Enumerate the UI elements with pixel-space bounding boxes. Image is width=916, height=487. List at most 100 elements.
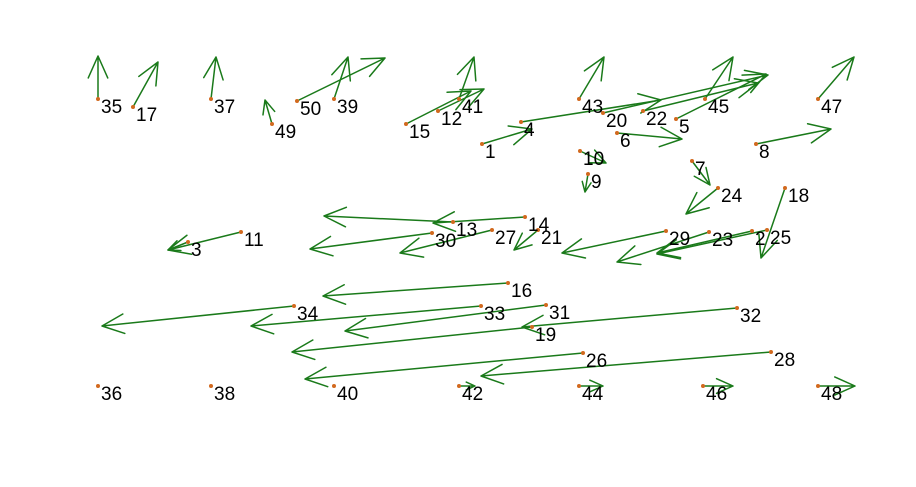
point-29: [664, 229, 668, 233]
point-label-20: 20: [606, 111, 627, 132]
point-label-46: 46: [706, 384, 727, 405]
arrow-28: [480, 351, 772, 385]
arrow-19: [291, 326, 533, 361]
point-10: [578, 149, 582, 153]
point-4: [519, 120, 523, 124]
point-label-12: 12: [441, 109, 462, 130]
point-25: [765, 228, 769, 232]
point-label-14: 14: [528, 215, 550, 236]
point-37: [209, 97, 213, 101]
point-36: [96, 384, 100, 388]
point-label-22: 22: [646, 109, 667, 130]
point-1: [480, 142, 484, 146]
point-label-44: 44: [582, 384, 604, 405]
point-24: [716, 186, 720, 190]
arrow-26: [304, 352, 584, 388]
point-22: [641, 109, 645, 113]
point-label-49: 49: [275, 122, 296, 143]
arrow-18: [758, 187, 786, 259]
point-34: [292, 304, 296, 308]
point-label-33: 33: [484, 304, 505, 325]
point-47: [816, 97, 820, 101]
point-label-3: 3: [191, 240, 202, 261]
point-label-27: 27: [495, 228, 516, 249]
point-label-37: 37: [214, 97, 235, 118]
point-49: [270, 122, 274, 126]
point-label-50: 50: [300, 99, 321, 120]
point-28: [769, 350, 773, 354]
point-23: [707, 230, 711, 234]
arrow-32: [521, 307, 738, 336]
arrow-16: [322, 282, 509, 305]
arrow-34: [101, 305, 295, 335]
point-label-21: 21: [541, 228, 562, 249]
point-8: [754, 142, 758, 146]
arrow-41: [456, 56, 477, 100]
arrow-8: [755, 122, 832, 145]
point-label-40: 40: [337, 384, 358, 405]
point-13: [451, 220, 455, 224]
arrow-49: [262, 99, 276, 125]
arrow-17: [132, 61, 159, 108]
point-42: [457, 384, 461, 388]
point-50: [295, 99, 299, 103]
point-label-2: 2: [755, 229, 766, 250]
point-33: [479, 304, 483, 308]
point-label-23: 23: [712, 230, 733, 251]
point-44: [577, 384, 581, 388]
point-2: [750, 229, 754, 233]
arrow-14: [432, 211, 526, 233]
point-9: [586, 172, 590, 176]
arrow-33: [250, 305, 482, 335]
point-26: [581, 351, 585, 355]
point-21: [536, 228, 540, 232]
arrow-46: [702, 377, 734, 395]
arrow-50: [296, 57, 386, 102]
point-15: [404, 122, 408, 126]
point-48: [816, 384, 820, 388]
arrow-25: [656, 229, 768, 260]
point-label-30: 30: [435, 231, 456, 252]
point-32: [735, 306, 739, 310]
point-label-10: 10: [583, 149, 604, 170]
point-label-31: 31: [549, 303, 570, 324]
point-label-15: 15: [409, 122, 430, 143]
arrow-29: [561, 230, 667, 259]
arrow-44: [578, 379, 604, 393]
point-label-34: 34: [297, 304, 319, 325]
point-label-16: 16: [511, 281, 532, 302]
arrow-47: [817, 56, 855, 100]
point-label-24: 24: [721, 186, 743, 207]
arrow-48: [817, 376, 856, 396]
arrow-1: [481, 125, 533, 146]
point-label-32: 32: [740, 306, 761, 327]
point-label-43: 43: [582, 97, 603, 118]
arrow-43: [578, 56, 605, 100]
point-label-29: 29: [669, 229, 690, 250]
point-label-9: 9: [591, 172, 602, 193]
arrow-13: [323, 206, 454, 228]
arrow-20: [602, 69, 769, 114]
arrow-22: [642, 77, 759, 112]
point-20: [601, 111, 605, 115]
point-label-48: 48: [821, 384, 842, 405]
point-43: [577, 97, 581, 101]
arrow-21: [513, 229, 539, 251]
point-label-11: 11: [244, 230, 264, 251]
point-16: [506, 281, 510, 285]
point-label-13: 13: [456, 220, 477, 241]
arrow-6: [616, 126, 683, 148]
arrow-27: [399, 229, 493, 258]
arrow-24: [685, 187, 719, 215]
point-6: [615, 131, 619, 135]
arrow-42: [458, 381, 476, 391]
point-40: [332, 384, 336, 388]
point-3: [186, 240, 190, 244]
point-18: [783, 186, 787, 190]
arrow-45: [704, 56, 734, 100]
point-label-26: 26: [586, 351, 607, 372]
point-label-36: 36: [101, 384, 122, 405]
arrow-2: [656, 230, 753, 259]
point-38: [209, 384, 213, 388]
point-label-6: 6: [620, 131, 631, 152]
